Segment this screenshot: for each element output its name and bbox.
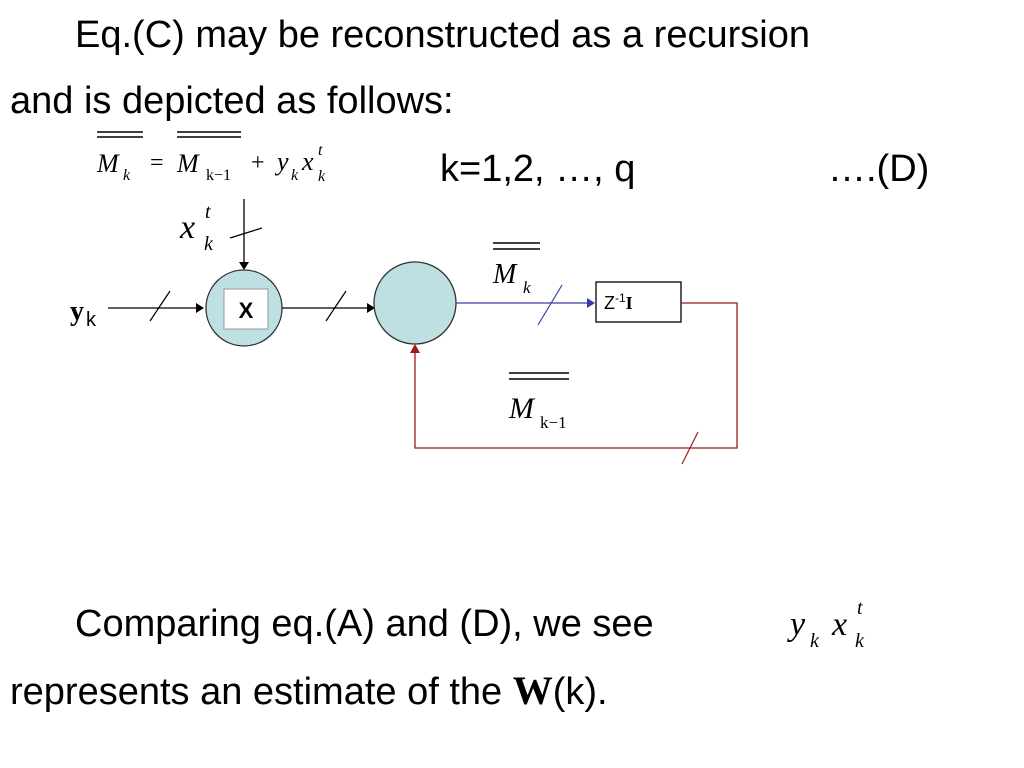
multiplier-box bbox=[223, 288, 269, 330]
input-x-slash bbox=[229, 227, 263, 239]
input-x-label: x t k bbox=[179, 201, 214, 255]
equation-lhs-symbol: M bbox=[96, 149, 120, 178]
intro-line-2: and is depicted as follows: bbox=[10, 80, 454, 122]
multiplier-label: X bbox=[239, 298, 254, 323]
feedback-symbol: M bbox=[508, 392, 536, 425]
equation-x-subscript: k bbox=[318, 168, 326, 185]
intro-line-1: Eq.(C) may be reconstructed as a recursi… bbox=[75, 14, 810, 56]
equation-lhs-subscript: k bbox=[123, 167, 131, 184]
feedback-subscript: k−1 bbox=[540, 413, 567, 432]
input-y-label: y k bbox=[70, 296, 97, 331]
conclusion-line-2: represents an estimate of the W(k). bbox=[10, 668, 608, 713]
input-y-arrowhead bbox=[196, 303, 204, 313]
product-arrowhead bbox=[367, 303, 375, 313]
output-subscript: k bbox=[523, 278, 531, 297]
output-arrowhead bbox=[587, 298, 595, 308]
feedback-arrowhead bbox=[410, 344, 420, 353]
delay-prefix: Z bbox=[604, 293, 615, 313]
delay-block bbox=[595, 281, 682, 323]
paragraph-2-math: y k x t k bbox=[787, 597, 865, 652]
feedback-slash bbox=[681, 431, 699, 465]
delay-matrix: I bbox=[626, 293, 633, 313]
input-x-superscript: t bbox=[205, 201, 211, 223]
equation-x-superscript: t bbox=[318, 142, 323, 159]
equation-label: ….(D) bbox=[828, 148, 930, 190]
output-slash bbox=[537, 284, 563, 326]
equation-x-symbol: x bbox=[301, 147, 314, 176]
paragraph-2-y-subscript: k bbox=[810, 630, 820, 652]
equation-rhs-subscript: k−1 bbox=[206, 167, 231, 184]
input-y-subscript: k bbox=[86, 309, 97, 331]
delay-exponent: -1 bbox=[615, 291, 626, 305]
equation-plus: + bbox=[251, 150, 265, 176]
conclusion-line-2-prefix: represents an estimate of the bbox=[10, 671, 513, 713]
paragraph-2-x-symbol: x bbox=[831, 606, 847, 643]
equation-y-subscript: k bbox=[291, 167, 299, 184]
equation-range: k=1,2, …, q bbox=[440, 148, 636, 190]
feedback-line bbox=[414, 302, 738, 449]
output-label: M k bbox=[492, 242, 540, 297]
input-y-slash bbox=[149, 290, 171, 322]
product-slash bbox=[325, 290, 347, 322]
feedback-label: M k−1 bbox=[508, 372, 569, 432]
paragraph-2-x-subscript: k bbox=[855, 630, 865, 652]
equation-equals: = bbox=[150, 150, 164, 176]
input-y-symbol: y bbox=[70, 296, 84, 327]
paragraph-2-x-superscript: t bbox=[857, 597, 863, 619]
input-x-subscript: k bbox=[204, 233, 214, 255]
adder-node bbox=[373, 261, 457, 345]
paragraph-2-y-symbol: y bbox=[787, 606, 806, 643]
conclusion-line-1: Comparing eq.(A) and (D), we see bbox=[75, 603, 654, 645]
equation-rhs-symbol: M bbox=[176, 149, 200, 178]
output-symbol: M bbox=[492, 259, 518, 290]
equation-y-symbol: y bbox=[274, 147, 289, 176]
input-x-symbol: x bbox=[179, 209, 195, 246]
input-x-arrowhead bbox=[239, 262, 249, 270]
conclusion-line-2-bold: W bbox=[512, 668, 553, 713]
conclusion-line-2-suffix: (k). bbox=[552, 671, 608, 713]
delay-label: Z-1I bbox=[604, 291, 633, 313]
recursion-equation: M k = M k−1 + y k x t k bbox=[96, 131, 326, 185]
